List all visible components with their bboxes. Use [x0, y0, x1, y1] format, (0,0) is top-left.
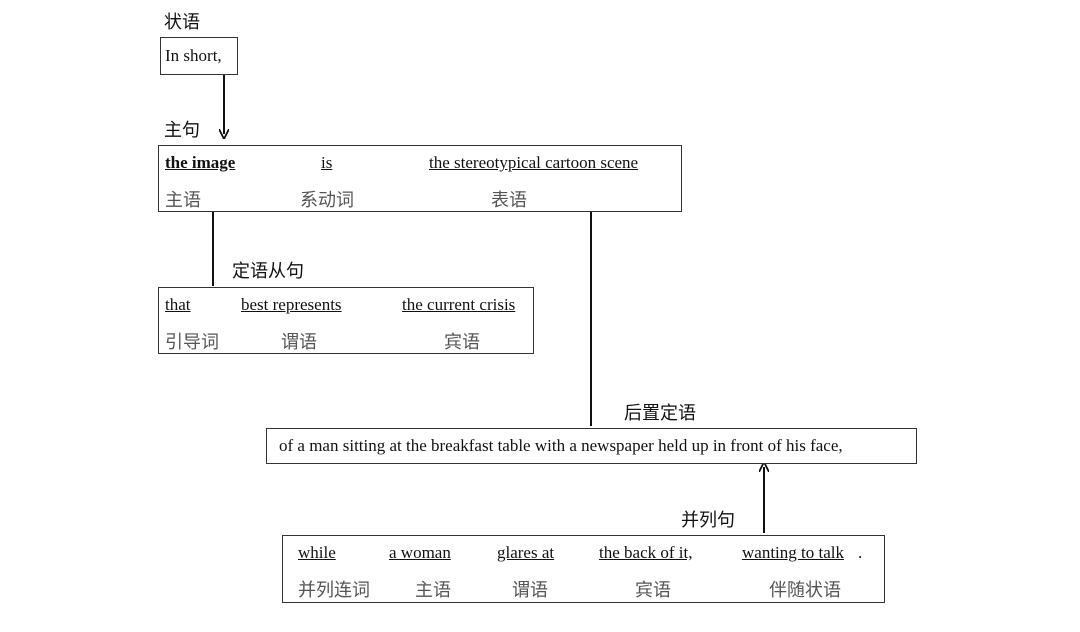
main-predicative-en: the stereotypical cartoon scene: [429, 153, 639, 172]
relative-pronoun-en: that: [165, 295, 191, 314]
coord-object-en: the back of it,: [599, 543, 693, 562]
postpositive-box: of a man sitting at the breakfast table …: [266, 428, 917, 464]
adverbial-text: In short,: [165, 46, 222, 65]
relative-predicate-cn: 谓语: [281, 332, 317, 352]
relative-object-cn: 宾语: [444, 332, 480, 352]
relative-pronoun-cn: 引导词: [165, 332, 219, 352]
coord-accompanying-en: wanting to talk: [742, 543, 844, 562]
relative-object-en: the current crisis: [402, 295, 516, 314]
coord-accompanying-period: .: [858, 543, 863, 562]
relative-clause-label: 定语从句: [232, 261, 304, 281]
coord-predicate-cn: 谓语: [512, 580, 548, 600]
coord-conjunction-cn: 并列连词: [298, 580, 370, 600]
main-linking-verb-en: is: [321, 153, 333, 172]
main-clause-label: 主句: [164, 120, 200, 140]
relative-clause-box: that best represents the current crisis …: [158, 287, 534, 354]
main-subject-cn: 主语: [165, 190, 201, 210]
adverbial-box: In short,: [160, 37, 238, 75]
coord-predicate-en: glares at: [497, 543, 555, 562]
relative-predicate-en: best represents: [241, 295, 342, 314]
coord-conjunction-en: while: [298, 543, 336, 562]
coord-subject-en: a woman: [389, 543, 451, 562]
main-linking-verb-cn: 系动词: [300, 190, 354, 210]
coord-accompanying-cn: 伴随状语: [769, 580, 841, 600]
coordinate-clause-box: while a woman glares at the back of it, …: [282, 535, 885, 603]
main-clause-box: the image is the stereotypical cartoon s…: [158, 145, 682, 212]
main-predicative-cn: 表语: [491, 190, 527, 210]
postpositive-text: of a man sitting at the breakfast table …: [279, 436, 843, 455]
main-subject-en: the image: [165, 153, 236, 172]
postpositive-label: 后置定语: [624, 403, 696, 423]
coordinate-clause-label: 并列句: [681, 510, 735, 530]
coord-subject-cn: 主语: [415, 580, 451, 600]
coord-object-cn: 宾语: [635, 580, 671, 600]
adverbial-label: 状语: [164, 12, 200, 32]
